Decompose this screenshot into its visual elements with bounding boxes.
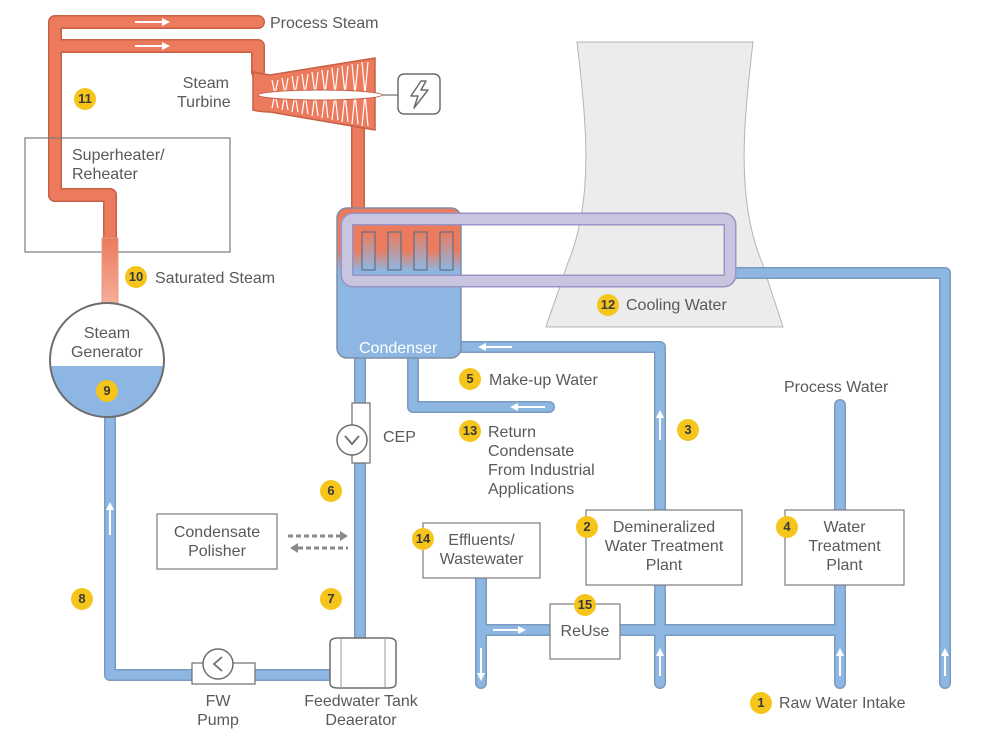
marker-14: 14 (412, 528, 434, 550)
marker-10: 10 (125, 266, 147, 288)
marker-15: 15 (574, 594, 596, 616)
marker-11: 11 (74, 88, 96, 110)
effluents-label: Effluents/ Wastewater (439, 532, 524, 568)
return-condensate-label: Return Condensate From Industrial Applic… (488, 424, 595, 498)
flow-arrows (106, 18, 949, 681)
cooling-water-label: Cooling Water (626, 297, 727, 314)
fw-pump-label: FW Pump (197, 693, 239, 729)
superheater-label: Superheater/ Reheater (72, 147, 165, 183)
polisher-arrow-heads (290, 531, 348, 553)
generator (397, 73, 441, 115)
saturated-steam-label: Saturated Steam (155, 270, 276, 287)
marker-3: 3 (677, 419, 699, 441)
fw-pump (191, 648, 256, 685)
makeup-water-label: Make-up Water (489, 372, 598, 389)
cep-label: CEP (383, 429, 416, 446)
marker-1: 1 (750, 692, 772, 714)
marker-7: 7 (320, 588, 342, 610)
steam-turbine (252, 57, 398, 131)
pipe-saturated-steam (101, 237, 119, 309)
condensate-polisher-label: Condensate Polisher (173, 524, 261, 560)
marker-9: 9 (96, 380, 118, 402)
water-treatment-label: Water Treatment Plant (808, 519, 881, 574)
water-treatment-box (784, 509, 905, 586)
superheater-box (24, 137, 231, 253)
cep-pump (336, 402, 371, 464)
steam-turbine-label: Steam Turbine (177, 75, 231, 111)
reuse-label: ReUse (560, 623, 610, 640)
lightning-bolt-icon (397, 73, 441, 115)
effluents-box (422, 522, 541, 579)
polisher-flow-arrows (288, 534, 348, 550)
demin-plant-label: Demineralized Water Treatment Plant (604, 519, 724, 574)
marker-12: 12 (597, 294, 619, 316)
feedwater-tank (329, 637, 397, 689)
process-steam-label: Process Steam (270, 15, 379, 32)
marker-8: 8 (71, 588, 93, 610)
marker-4: 4 (776, 516, 798, 538)
marker-6: 6 (320, 480, 342, 502)
marker-5: 5 (459, 368, 481, 390)
marker-2: 2 (576, 516, 598, 538)
chevron-left-icon (212, 656, 223, 672)
steam-generator-label: Steam Generator (70, 325, 144, 361)
raw-water-intake-label: Raw Water Intake (779, 695, 906, 712)
demin-plant-box (585, 509, 743, 586)
feedwater-tank-label: Feedwater Tank Deaerator (304, 693, 418, 729)
pipe-superheater-loop (48, 188, 117, 245)
steam-pipes (48, 15, 365, 245)
chevron-down-icon (344, 435, 360, 446)
steam-generator (49, 302, 165, 418)
process-water-label: Process Water (784, 379, 889, 396)
condensate-polisher-box (156, 513, 278, 570)
cooling-water-loop (340, 212, 737, 288)
condenser-label: Condenser (359, 340, 438, 357)
marker-13: 13 (459, 420, 481, 442)
